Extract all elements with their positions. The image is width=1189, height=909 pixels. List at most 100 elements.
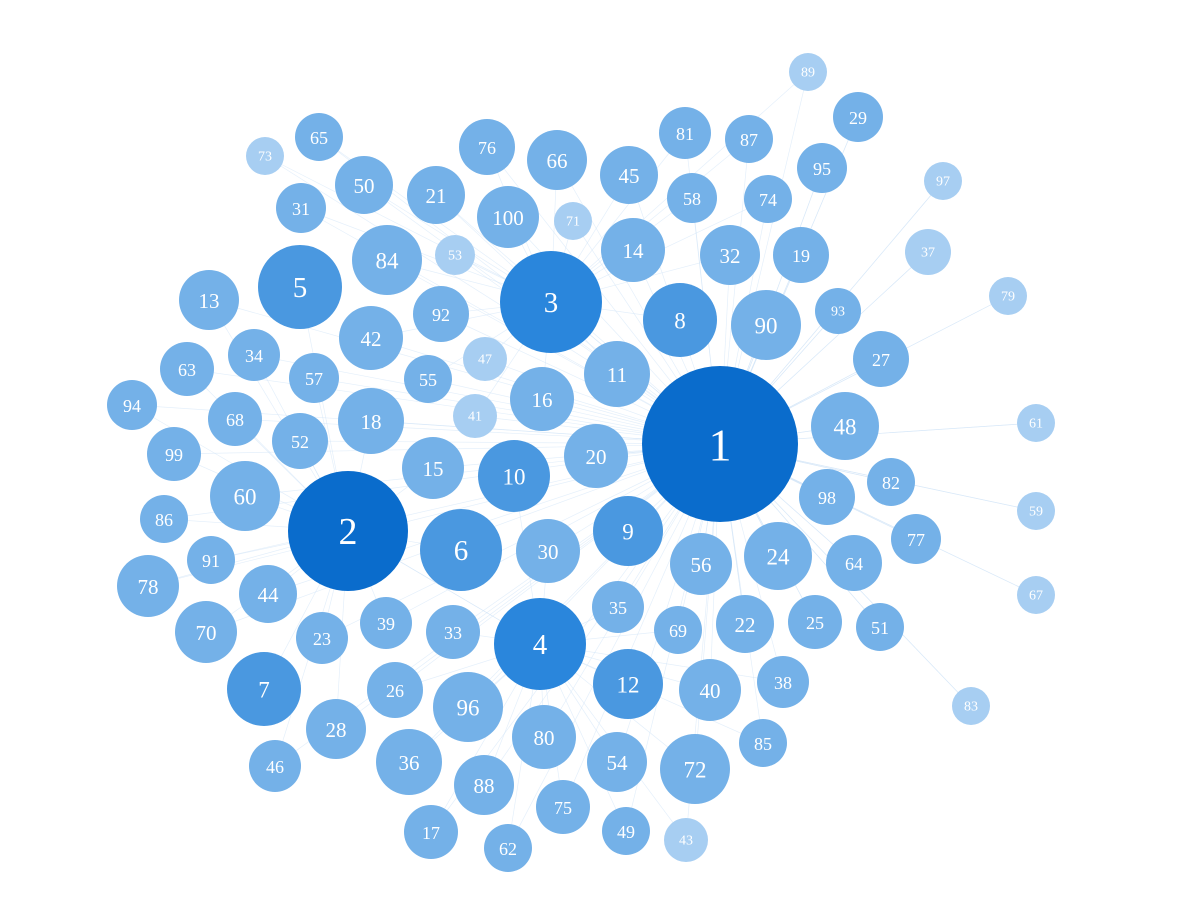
node-26[interactable]: 26 xyxy=(367,662,423,718)
node-38[interactable]: 38 xyxy=(757,656,809,708)
node-75[interactable]: 75 xyxy=(536,780,590,834)
node-41[interactable]: 41 xyxy=(453,394,497,438)
node-circle-26[interactable] xyxy=(367,662,423,718)
node-67[interactable]: 67 xyxy=(1017,576,1055,614)
node-36[interactable]: 36 xyxy=(376,729,442,795)
node-2[interactable]: 2 xyxy=(288,471,408,591)
node-circle-17[interactable] xyxy=(404,805,458,859)
node-circle-22[interactable] xyxy=(716,595,774,653)
node-83[interactable]: 83 xyxy=(952,687,990,725)
node-94[interactable]: 94 xyxy=(107,380,157,430)
node-circle-93[interactable] xyxy=(815,288,861,334)
node-circle-99[interactable] xyxy=(147,427,201,481)
node-circle-61[interactable] xyxy=(1017,404,1055,442)
node-72[interactable]: 72 xyxy=(660,734,730,804)
node-22[interactable]: 22 xyxy=(716,595,774,653)
node-73[interactable]: 73 xyxy=(246,137,284,175)
node-circle-56[interactable] xyxy=(670,533,732,595)
node-circle-57[interactable] xyxy=(289,353,339,403)
node-circle-88[interactable] xyxy=(454,755,514,815)
node-8[interactable]: 8 xyxy=(643,283,717,357)
node-80[interactable]: 80 xyxy=(512,705,576,769)
node-82[interactable]: 82 xyxy=(867,458,915,506)
node-10[interactable]: 10 xyxy=(478,440,550,512)
node-54[interactable]: 54 xyxy=(587,732,647,792)
node-29[interactable]: 29 xyxy=(833,92,883,142)
node-circle-66[interactable] xyxy=(527,130,587,190)
node-circle-78[interactable] xyxy=(117,555,179,617)
node-circle-38[interactable] xyxy=(757,656,809,708)
node-51[interactable]: 51 xyxy=(856,603,904,651)
node-93[interactable]: 93 xyxy=(815,288,861,334)
node-88[interactable]: 88 xyxy=(454,755,514,815)
node-50[interactable]: 50 xyxy=(335,156,393,214)
node-52[interactable]: 52 xyxy=(272,413,328,469)
node-circle-75[interactable] xyxy=(536,780,590,834)
node-circle-24[interactable] xyxy=(744,522,812,590)
node-70[interactable]: 70 xyxy=(175,601,237,663)
node-circle-87[interactable] xyxy=(725,115,773,163)
node-circle-64[interactable] xyxy=(826,535,882,591)
node-78[interactable]: 78 xyxy=(117,555,179,617)
node-circle-33[interactable] xyxy=(426,605,480,659)
node-circle-89[interactable] xyxy=(789,53,827,91)
node-23[interactable]: 23 xyxy=(296,612,348,664)
node-circle-13[interactable] xyxy=(179,270,239,330)
node-circle-32[interactable] xyxy=(700,225,760,285)
node-circle-54[interactable] xyxy=(587,732,647,792)
node-circle-9[interactable] xyxy=(593,496,663,566)
node-circle-42[interactable] xyxy=(339,306,403,370)
node-circle-40[interactable] xyxy=(679,659,741,721)
node-circle-29[interactable] xyxy=(833,92,883,142)
node-66[interactable]: 66 xyxy=(527,130,587,190)
node-circle-67[interactable] xyxy=(1017,576,1055,614)
node-circle-39[interactable] xyxy=(360,597,412,649)
node-circle-18[interactable] xyxy=(338,388,404,454)
node-circle-46[interactable] xyxy=(249,740,301,792)
node-45[interactable]: 45 xyxy=(600,146,658,204)
node-circle-30[interactable] xyxy=(516,519,580,583)
node-97[interactable]: 97 xyxy=(924,162,962,200)
node-circle-6[interactable] xyxy=(420,509,502,591)
node-circle-53[interactable] xyxy=(435,235,475,275)
node-circle-98[interactable] xyxy=(799,469,855,525)
node-1[interactable]: 1 xyxy=(642,366,798,522)
node-circle-31[interactable] xyxy=(276,183,326,233)
node-circle-44[interactable] xyxy=(239,565,297,623)
node-circle-84[interactable] xyxy=(352,225,422,295)
node-19[interactable]: 19 xyxy=(773,227,829,283)
node-circle-62[interactable] xyxy=(484,824,532,872)
node-14[interactable]: 14 xyxy=(601,218,665,282)
node-48[interactable]: 48 xyxy=(811,392,879,460)
node-circle-10[interactable] xyxy=(478,440,550,512)
node-13[interactable]: 13 xyxy=(179,270,239,330)
node-circle-5[interactable] xyxy=(258,245,342,329)
node-circle-51[interactable] xyxy=(856,603,904,651)
node-circle-2[interactable] xyxy=(288,471,408,591)
node-49[interactable]: 49 xyxy=(602,807,650,855)
node-circle-77[interactable] xyxy=(891,514,941,564)
node-95[interactable]: 95 xyxy=(797,143,847,193)
node-6[interactable]: 6 xyxy=(420,509,502,591)
node-27[interactable]: 27 xyxy=(853,331,909,387)
node-9[interactable]: 9 xyxy=(593,496,663,566)
node-84[interactable]: 84 xyxy=(352,225,422,295)
node-circle-43[interactable] xyxy=(664,818,708,862)
node-7[interactable]: 7 xyxy=(227,652,301,726)
node-25[interactable]: 25 xyxy=(788,595,842,649)
node-circle-19[interactable] xyxy=(773,227,829,283)
node-62[interactable]: 62 xyxy=(484,824,532,872)
node-circle-85[interactable] xyxy=(739,719,787,767)
node-circle-48[interactable] xyxy=(811,392,879,460)
node-89[interactable]: 89 xyxy=(789,53,827,91)
node-circle-92[interactable] xyxy=(413,286,469,342)
node-28[interactable]: 28 xyxy=(306,699,366,759)
node-17[interactable]: 17 xyxy=(404,805,458,859)
node-91[interactable]: 91 xyxy=(187,536,235,584)
node-circle-58[interactable] xyxy=(667,173,717,223)
node-20[interactable]: 20 xyxy=(564,424,628,488)
node-74[interactable]: 74 xyxy=(744,175,792,223)
node-circle-14[interactable] xyxy=(601,218,665,282)
node-46[interactable]: 46 xyxy=(249,740,301,792)
node-circle-94[interactable] xyxy=(107,380,157,430)
